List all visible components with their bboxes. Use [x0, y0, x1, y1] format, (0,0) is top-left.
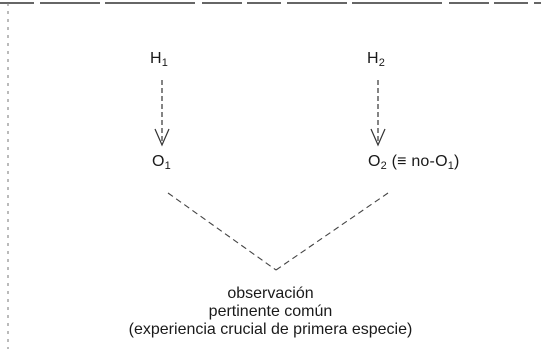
converge-line-left: [167, 192, 277, 271]
arrowhead-o2: [370, 128, 386, 147]
converge-line-right: [275, 192, 389, 271]
node-o2-letter: O: [368, 153, 381, 170]
node-h2-letter: H: [367, 50, 379, 67]
node-h1-index: 1: [161, 57, 169, 69]
node-o2: O2 (≡ no-O1): [368, 153, 460, 172]
node-o2-equivalence-close: ): [454, 153, 460, 170]
node-o2-equivalence: (≡ no-O: [386, 153, 448, 170]
node-o1-index: 1: [164, 160, 171, 172]
node-h2-index: 2: [378, 57, 386, 69]
node-h1: H1: [150, 50, 169, 69]
node-o1-letter: O: [152, 153, 165, 170]
node-h2: H2: [367, 50, 386, 69]
node-h1-letter: H: [150, 50, 162, 67]
node-o1: O1: [152, 153, 171, 172]
node-o2-equivalence-index: 1: [447, 160, 455, 172]
caption-line-1: observación: [227, 285, 314, 302]
caption-line-3: (experiencia crucial de primera especie): [128, 321, 413, 338]
caption-line-2: pertinente común: [208, 303, 333, 320]
arrowhead-o1: [154, 128, 170, 147]
caption: observación pertinente común (experienci…: [40, 285, 501, 339]
node-o2-index: 2: [380, 160, 387, 172]
